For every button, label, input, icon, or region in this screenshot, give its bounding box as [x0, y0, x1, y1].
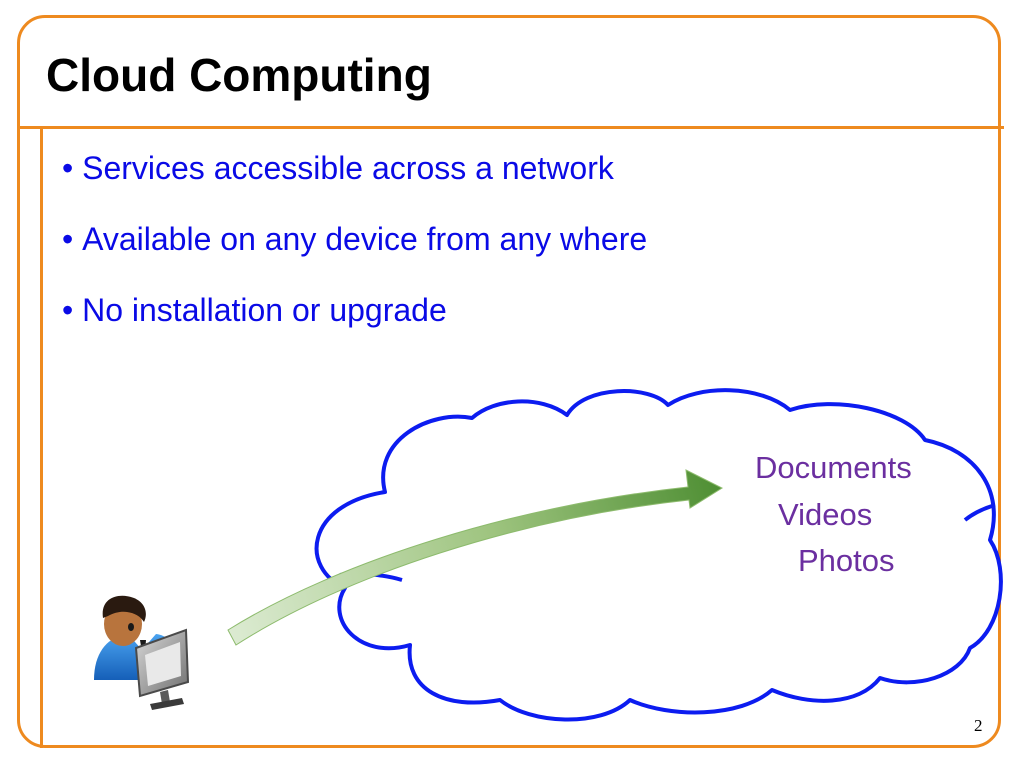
user-at-computer-icon [94, 595, 190, 710]
slide-title: Cloud Computing [46, 49, 432, 101]
bullet-item: Available on any device from any where [62, 217, 647, 288]
bullet-list: Services accessible across a network Ava… [62, 146, 647, 359]
cloud-item-videos: Videos [778, 497, 873, 532]
side-divider [40, 126, 43, 748]
title-divider [17, 126, 1004, 129]
slide-frame [17, 15, 1001, 748]
page-number: 2 [974, 716, 983, 735]
bullet-item: No installation or upgrade [62, 288, 647, 359]
cloud-icon [314, 388, 1003, 722]
cloud-item-photos: Photos [798, 543, 895, 578]
bullet-item: Services accessible across a network [62, 146, 647, 217]
arrow-icon [227, 469, 724, 646]
cloud-item-documents: Documents [755, 450, 912, 485]
